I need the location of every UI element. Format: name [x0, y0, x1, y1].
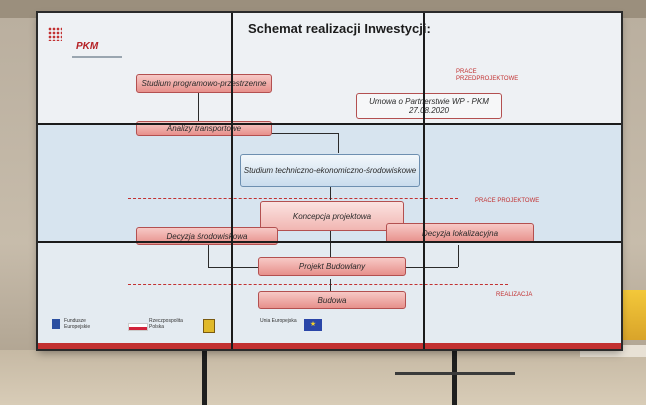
label-design: PRACE PROJEKTOWE [475, 198, 540, 204]
bezel-horizontal-top [38, 123, 621, 125]
connector-4 [330, 186, 331, 200]
connector-9 [406, 267, 458, 268]
pkm-logo: PKM [76, 41, 99, 52]
connector-1 [198, 93, 199, 123]
box-studium-tes: Studium techniczno-ekonomiczno-środowisk… [240, 154, 420, 187]
divider-design [128, 198, 458, 199]
fundusze-logo-icon [52, 319, 60, 329]
logo-dots [48, 27, 62, 41]
box-projekt-budowlany: Projekt Budowlany [258, 257, 406, 276]
umowa-line2: 27.08.2020 [408, 106, 450, 115]
region-crest-icon [203, 319, 215, 333]
display-screen: PKM Schemat realizacji Inwestycji: PRACE… [38, 13, 621, 349]
box-studium-programowo: Studium programowo-przestrzenne [136, 74, 272, 93]
footer-rp: Rzeczpospolita Polska [149, 318, 183, 330]
box-budowa: Budowa [258, 291, 406, 309]
connector-3 [338, 133, 339, 153]
label-pre-design: PRACE PRZEDPROJEKTOWE [456, 69, 519, 82]
logo-subline [72, 56, 122, 58]
umowa-line1: Umowa o Partnerstwie WP - PKM [369, 97, 489, 106]
label-build: REALIZACJA [496, 292, 533, 298]
connector-5 [330, 231, 331, 273]
box-decyzja-srodowiskowa: Decyzja środowiskowa [136, 227, 278, 245]
stand-leg-left [202, 349, 207, 405]
box-umowa: Umowa o Partnerstwie WP - PKM 27.08.2020 [356, 93, 502, 119]
box-koncepcja: Koncepcja projektowa [260, 201, 404, 231]
connector-7 [208, 267, 258, 268]
divider-build [128, 284, 508, 285]
region-flag [620, 290, 646, 340]
connector-6 [208, 245, 209, 267]
box-decyzja-lokalizacyjna: Decyzja lokalizacyjna [386, 223, 534, 243]
polish-flag-icon [128, 323, 148, 331]
stand-base [395, 372, 515, 375]
bezel-vertical-left [231, 13, 233, 349]
red-stripe [38, 343, 621, 349]
footer-ue: Unia Europejska [260, 318, 297, 324]
slide-title: Schemat realizacji Inwestycji: [248, 21, 431, 36]
band-top [38, 13, 621, 123]
bezel-horizontal-bottom [38, 241, 621, 243]
connector-8 [458, 245, 459, 267]
eu-flag-icon: ★ [304, 319, 322, 331]
footer-fundusze: Fundusze Europejskie [64, 318, 91, 330]
stand-leg-right [452, 349, 457, 405]
floor [0, 350, 646, 405]
connector-10 [330, 279, 331, 291]
bezel-vertical-right [423, 13, 425, 349]
